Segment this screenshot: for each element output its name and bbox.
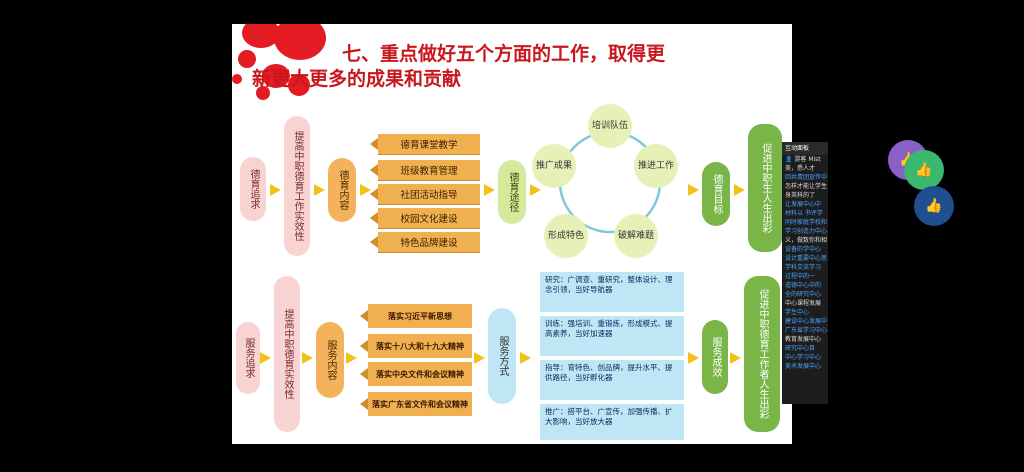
like-button[interactable]: 👍 — [914, 186, 954, 226]
arrow — [520, 352, 531, 364]
red-blot-decoration — [274, 24, 326, 60]
arrow — [260, 352, 271, 364]
panel-line: 全的研究中心 — [785, 291, 822, 298]
panel-line: 美术发展中心 — [785, 363, 822, 370]
panel-line: 广东省学习中心 — [785, 327, 828, 334]
panel-line: 设计重要中心思 — [785, 255, 828, 262]
panel-line: 同时家庭学校和 — [785, 219, 828, 226]
content-item: 社团活动指导 — [370, 184, 480, 204]
panel-line: 材料以 书评学 — [785, 210, 823, 217]
red-blot-decoration — [288, 74, 310, 96]
cycle-node: 形成特色 — [544, 214, 588, 258]
service-item: 落实广东省文件和会议精神 — [360, 392, 472, 416]
service-item: 落实十八大和十九大精神 — [360, 334, 472, 358]
like-reaction-icon[interactable]: 👍 — [904, 150, 944, 190]
red-blot-decoration — [242, 24, 280, 48]
moral-path-pill: 德育途径 — [498, 160, 526, 224]
arrow — [302, 352, 313, 364]
panel-line: 道德中心中的 — [785, 282, 822, 289]
thumbs-up-icon: 👍 — [925, 198, 943, 214]
service-effect-pill: 服务成效 — [702, 320, 728, 394]
panel-line: 设备的学中心 — [785, 246, 822, 253]
slide: 七、重点做好五个方面的工作，取得更 新更大更多的成果和贡献 德育追求 提高中职德… — [232, 24, 792, 444]
arrow — [530, 184, 541, 196]
moral-content-pill: 德育内容 — [328, 158, 356, 222]
panel-user: 👤 游客 Mist — [785, 156, 821, 163]
arrow — [688, 184, 699, 196]
arrow — [270, 184, 281, 196]
content-item: 校园文化建设 — [370, 208, 480, 228]
arrow — [314, 184, 325, 196]
panel-line: 美，悉人才 — [785, 165, 816, 172]
cycle-node: 推广成果 — [532, 144, 576, 188]
red-blot-decoration — [238, 50, 256, 68]
result-pill: 促进中职生人生出彩 — [748, 124, 782, 252]
panel-line: 怎样才能让学生，对出 — [785, 183, 828, 190]
panel-line: 让发展中心中 — [785, 201, 822, 208]
method-box-guidance: 指导：育特色、创品牌，提升水平、提供路径，当好孵化器 — [540, 360, 684, 400]
moral-goal-pill: 德育目标 — [702, 162, 730, 226]
method-box-training: 训练：强培训、重锻炼，形成模式、提高素养，当好加速器 — [540, 316, 684, 356]
panel-line: 建设中心发展中 — [785, 318, 828, 325]
arrow — [474, 352, 485, 364]
title-line-2: 新更大更多的成果和贡献 — [252, 68, 462, 90]
red-blot-decoration — [256, 86, 270, 100]
service-method-pill: 服务方式 — [488, 308, 516, 404]
service-pursuit-pill: 服务追求 — [236, 322, 260, 394]
panel-line: 义，做数你和相 — [785, 237, 828, 244]
panel-line: 中心课程发展 — [785, 300, 822, 307]
panel-line: 学习创造力中心 — [785, 228, 828, 235]
goal-pill: 提高中职德育工作实效性 — [284, 116, 310, 256]
cycle-node: 培训队伍 — [588, 104, 632, 148]
panel-header: 互动面板 — [782, 142, 828, 155]
method-box-research: 研究：广调查、重研究，整体设计、理念引领，当好导航器 — [540, 272, 684, 312]
title-line-1: 七、重点做好五个方面的工作，取得更 — [342, 43, 666, 65]
cycle-node: 破解难题 — [614, 214, 658, 258]
red-blot-decoration — [262, 64, 290, 88]
service-content-pill: 服务内容 — [316, 322, 344, 398]
panel-line: 研究中心目 — [785, 345, 816, 352]
arrow — [688, 352, 699, 364]
panel-line: 学科交流学习 — [785, 264, 822, 271]
panel-line: 教育发展中心 — [785, 336, 822, 343]
arrow — [484, 184, 495, 196]
arrow — [730, 352, 741, 364]
panel-line: 身英科的了 — [785, 192, 816, 199]
thumbs-up-icon: 👍 — [915, 162, 933, 178]
user-icon: 👤 — [785, 156, 793, 163]
panel-line: 过程中的一 — [785, 273, 816, 280]
panel-line: 回共青团宣传中 — [785, 174, 828, 181]
red-blot-decoration — [232, 74, 242, 84]
slide-title: 七、重点做好五个方面的工作，取得更 新更大更多的成果和贡献 — [252, 42, 782, 92]
side-chat-panel[interactable]: 互动面板 👤 游客 Mist 美，悉人才 回共青团宣传中 怎样才能让学生，对出 … — [782, 142, 828, 404]
arrow — [360, 184, 371, 196]
service-item: 落实中央文件和会议精神 — [360, 362, 472, 386]
content-item: 德育课堂教学 — [370, 134, 480, 154]
panel-line: 中心学习中心 — [785, 354, 822, 361]
content-item: 班级教育管理 — [370, 160, 480, 180]
panel-line: 学生中心 — [785, 309, 810, 316]
cycle-node: 推进工作 — [634, 144, 678, 188]
service-result-pill: 促进中职德育工作者人生出彩 — [744, 276, 780, 432]
method-box-promotion: 推广：搭平台、广宣传，加强传播、扩大影响，当好放大器 — [540, 404, 684, 440]
service-goal-pill: 提高中职德育实效性 — [274, 276, 300, 432]
arrow — [734, 184, 745, 196]
arrow — [346, 352, 357, 364]
service-item: 落实习近平新思想 — [360, 304, 472, 328]
content-item: 特色品牌建设 — [370, 232, 480, 252]
moral-pursuit-pill: 德育追求 — [240, 157, 266, 221]
